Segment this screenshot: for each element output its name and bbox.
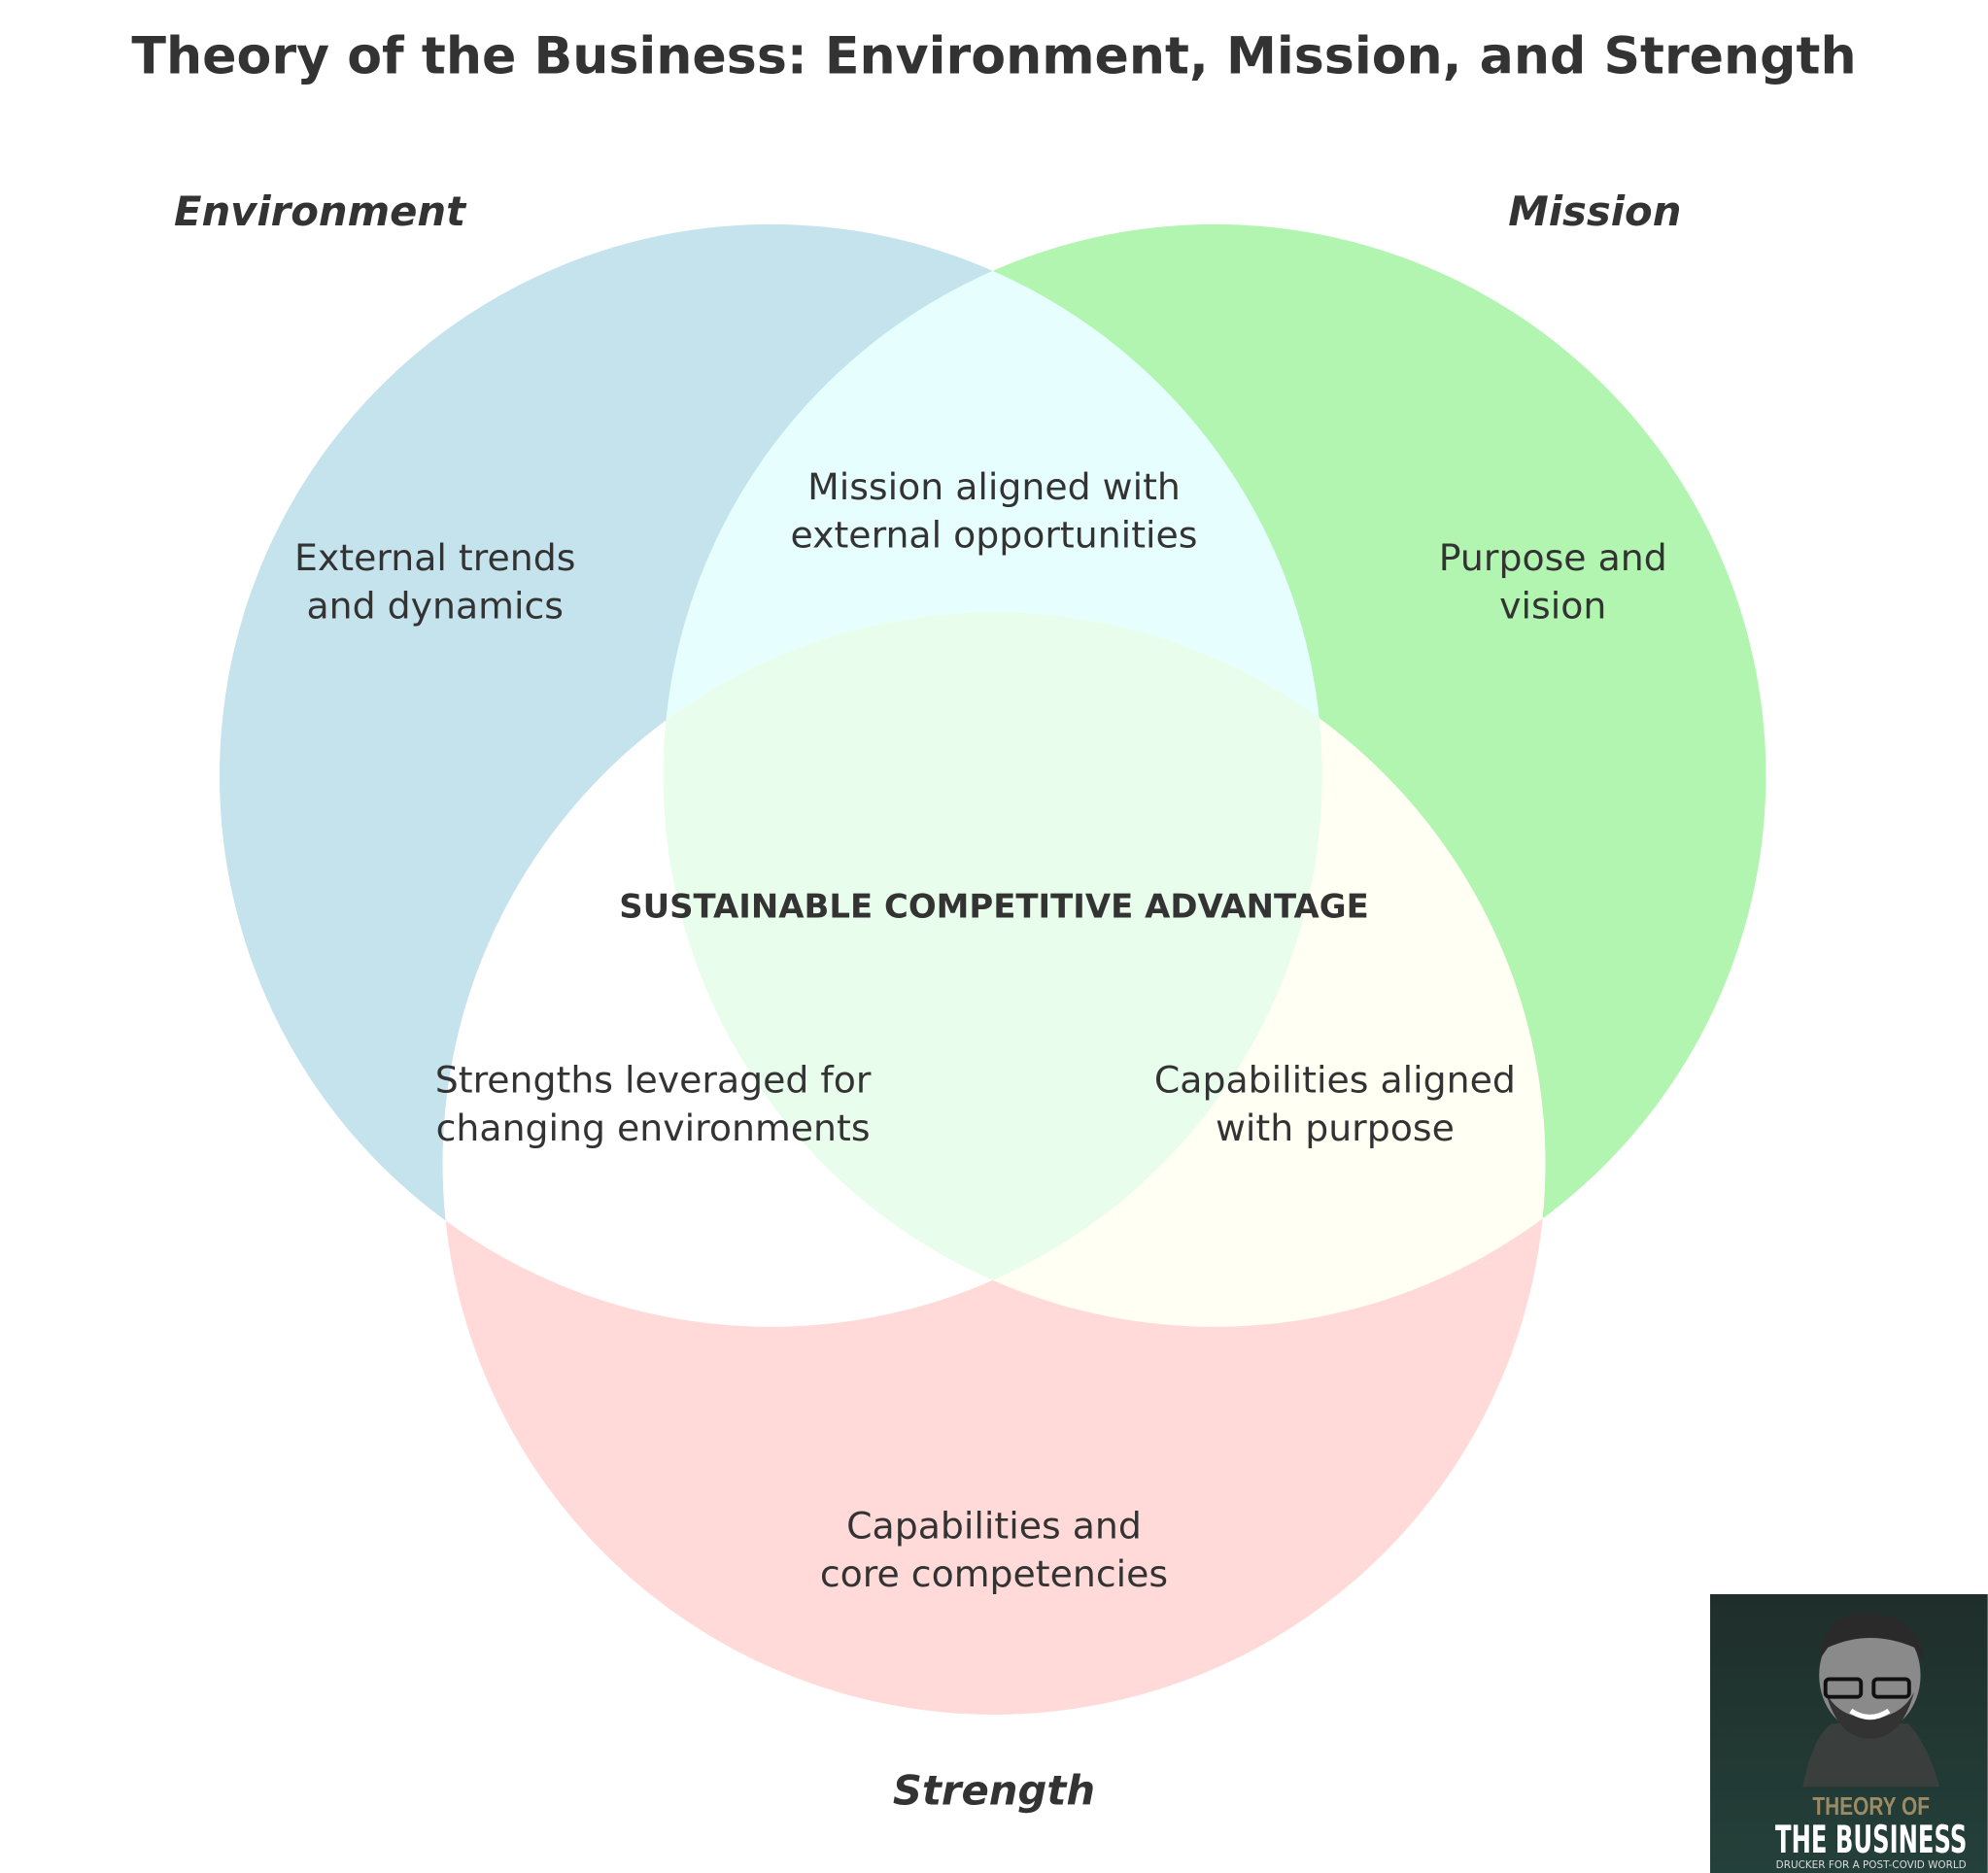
env-strength-text-2: changing environments — [436, 1107, 871, 1149]
center-text: SUSTAINABLE COMPETITIVE ADVANTAGE — [619, 887, 1369, 925]
strength-desc-1: Capabilities and — [846, 1505, 1142, 1548]
logo-line2: THE BUSINESS — [1775, 1818, 1967, 1862]
strength-desc-2: core competencies — [820, 1552, 1168, 1595]
logo-line1: THEORY OF — [1812, 1793, 1930, 1822]
label-mission: Mission — [1508, 187, 1681, 235]
mission-desc-2: vision — [1499, 585, 1606, 628]
mission-strength-text-2: with purpose — [1216, 1107, 1455, 1149]
label-environment: Environment — [174, 187, 467, 235]
env-mission-text-2: external opportunities — [791, 514, 1198, 557]
environment-desc-1: External trends — [294, 536, 575, 579]
env-mission-text-1: Mission aligned with — [807, 465, 1181, 508]
diagram-title: Theory of the Business: Environment, Mis… — [131, 28, 1856, 86]
label-strength: Strength — [893, 1767, 1095, 1815]
env-strength-text-1: Strengths leveraged for — [435, 1058, 872, 1101]
mission-strength-text-1: Capabilities aligned — [1154, 1058, 1516, 1101]
environment-desc-2: and dynamics — [306, 585, 564, 628]
portrait-illustration — [1802, 1613, 1940, 1788]
podcast-logo: THEORY OF THE BUSINESS DRUCKER FOR A POS… — [1710, 1594, 1988, 1873]
region-center — [663, 612, 1322, 1327]
logo-line3: DRUCKER FOR A POST-COVID WORLD — [1776, 1859, 1967, 1871]
mission-desc-1: Purpose and — [1439, 536, 1667, 579]
